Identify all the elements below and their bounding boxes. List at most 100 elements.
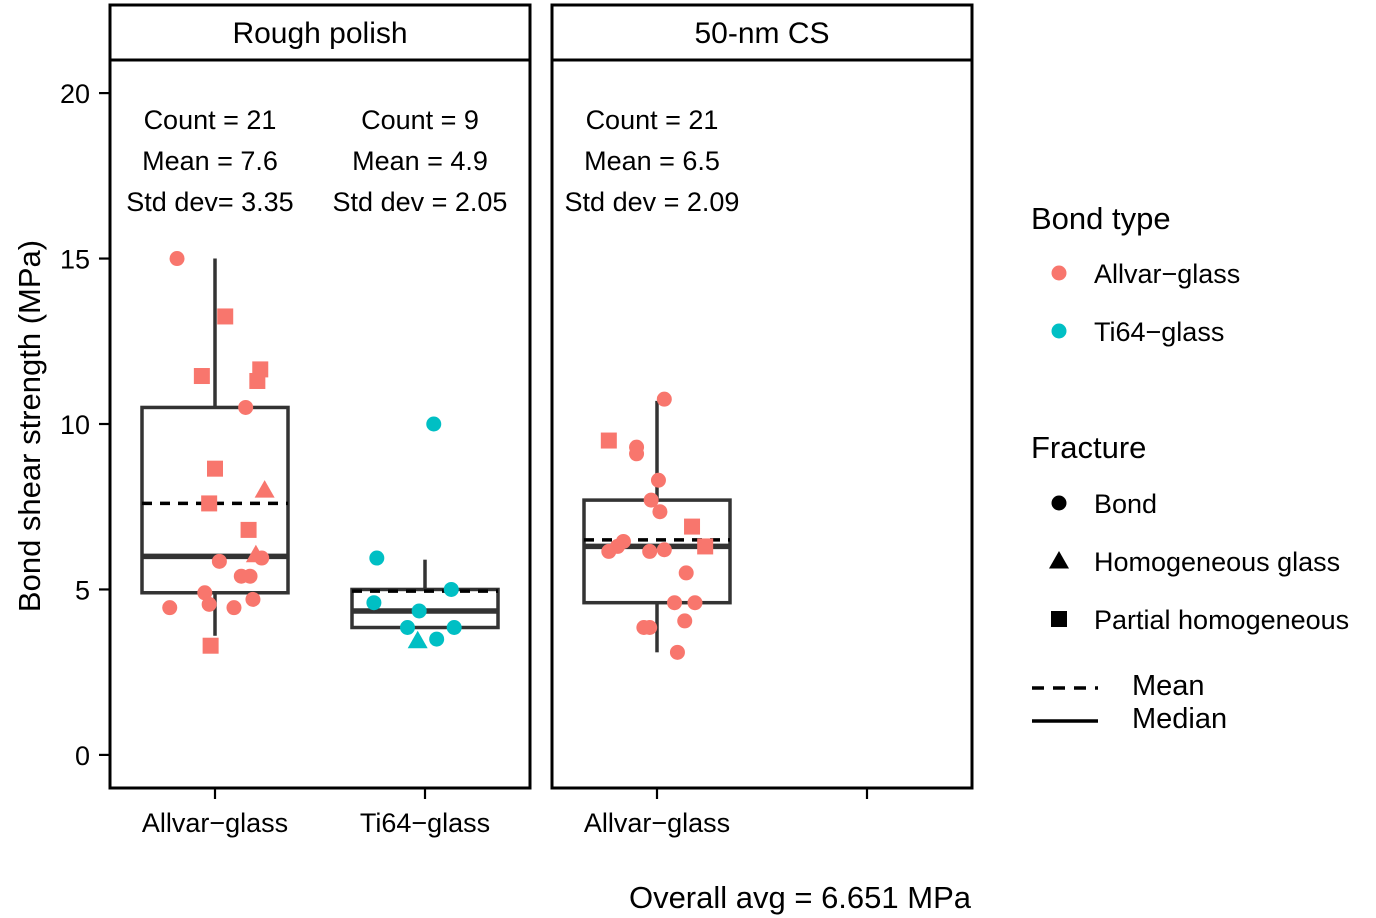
legend-shape-item: Partial homogeneous [1051, 605, 1349, 635]
data-point [366, 595, 382, 611]
panel-frame [108, 58, 532, 790]
data-point [429, 631, 445, 647]
panel-frame [550, 58, 974, 790]
panel-strip [108, 3, 532, 62]
legend-line-item: Mean [1032, 670, 1205, 702]
legend-line-item: Median [1032, 703, 1227, 735]
data-point [652, 504, 668, 520]
stat-count: Count = 21 [144, 105, 277, 135]
y-axis: 0 5 10 15 20 [60, 79, 110, 771]
stat-sd: Std dev= 3.35 [126, 187, 293, 217]
data-point [399, 620, 415, 636]
y-axis-label: Bond shear strength (MPa) [12, 240, 47, 612]
data-point [407, 630, 428, 649]
data-point [369, 550, 385, 566]
data-point [650, 472, 666, 488]
panel-strip [550, 3, 974, 62]
data-point [249, 372, 266, 389]
data-point [201, 495, 218, 512]
data-points [366, 416, 462, 649]
stat-count: Count = 9 [361, 105, 479, 135]
stat-sd: Std dev = 2.05 [333, 187, 508, 217]
data-point [629, 446, 645, 462]
data-point [254, 550, 270, 566]
legend-color-swatch [1051, 265, 1067, 281]
stat-count: Count = 21 [586, 105, 719, 135]
y-tick-label: 15 [60, 245, 90, 275]
data-point [642, 543, 658, 559]
data-point [687, 595, 703, 611]
legend-title-fracture: Fracture [1031, 430, 1146, 465]
legend-shape-label: Partial homogeneous [1094, 605, 1349, 635]
legend-shape-swatch [1051, 611, 1067, 627]
stat-mean: Mean = 4.9 [352, 146, 488, 176]
legend-line-label: Median [1132, 703, 1227, 735]
panel-title: Rough polish [232, 17, 407, 50]
data-point [677, 613, 693, 629]
legend-color-swatch [1051, 323, 1067, 339]
legend-color-item: Ti64−glass [1051, 317, 1224, 347]
x-tick-label: Ti64−glass [360, 808, 490, 838]
y-tick-label: 10 [60, 410, 90, 440]
legend-shape-label: Homogeneous glass [1094, 547, 1340, 577]
panel-2: 50-nm CS Allvar−glass Count = 21 Mean = 6.5… [550, 3, 974, 838]
data-point [169, 251, 185, 267]
data-point [207, 460, 223, 477]
stat-mean: Mean = 7.6 [142, 146, 278, 176]
data-point [217, 308, 234, 325]
legend-color-label: Allvar−glass [1094, 259, 1240, 289]
x-tick-label: Allvar−glass [584, 808, 730, 838]
y-tick-label: 0 [75, 741, 90, 771]
data-point [193, 368, 210, 385]
legend-shape-swatch [1051, 495, 1067, 511]
data-point [242, 568, 258, 584]
legend-line-label: Mean [1132, 670, 1205, 702]
data-point [601, 543, 617, 559]
data-point [426, 416, 442, 432]
legend-title-bond-type: Bond type [1031, 201, 1171, 236]
overall-average-caption: Overall avg = 6.651 MPa [629, 880, 972, 915]
data-point [600, 432, 617, 449]
data-point [240, 521, 257, 538]
data-point [656, 391, 672, 407]
data-point [669, 644, 685, 660]
stat-sd: Std dev = 2.09 [565, 187, 740, 217]
data-point [226, 600, 242, 616]
panel-title: 50-nm CS [694, 17, 829, 50]
data-point [667, 595, 683, 611]
legend-shape-swatch [1049, 551, 1069, 569]
data-point [162, 600, 178, 616]
legend-color-label: Ti64−glass [1094, 317, 1224, 347]
data-point [211, 553, 227, 569]
data-point [642, 620, 658, 636]
data-point [245, 591, 261, 607]
legend-color-item: Allvar−glass [1051, 259, 1240, 289]
iqr-box [140, 405, 290, 595]
data-point [656, 542, 672, 558]
y-tick-label: 5 [75, 575, 90, 605]
data-point [254, 480, 275, 498]
data-points [162, 251, 275, 654]
data-point [697, 538, 714, 555]
data-point [443, 581, 459, 597]
stat-mean: Mean = 6.5 [584, 146, 720, 176]
data-point [411, 603, 427, 619]
x-tick-label: Allvar−glass [142, 808, 288, 838]
y-tick-label: 20 [60, 79, 90, 109]
data-point [197, 585, 213, 601]
data-point [446, 620, 462, 636]
data-point [201, 596, 217, 612]
data-point [238, 399, 254, 415]
data-point [202, 637, 219, 654]
data-point [678, 565, 694, 581]
data-point [684, 518, 701, 535]
